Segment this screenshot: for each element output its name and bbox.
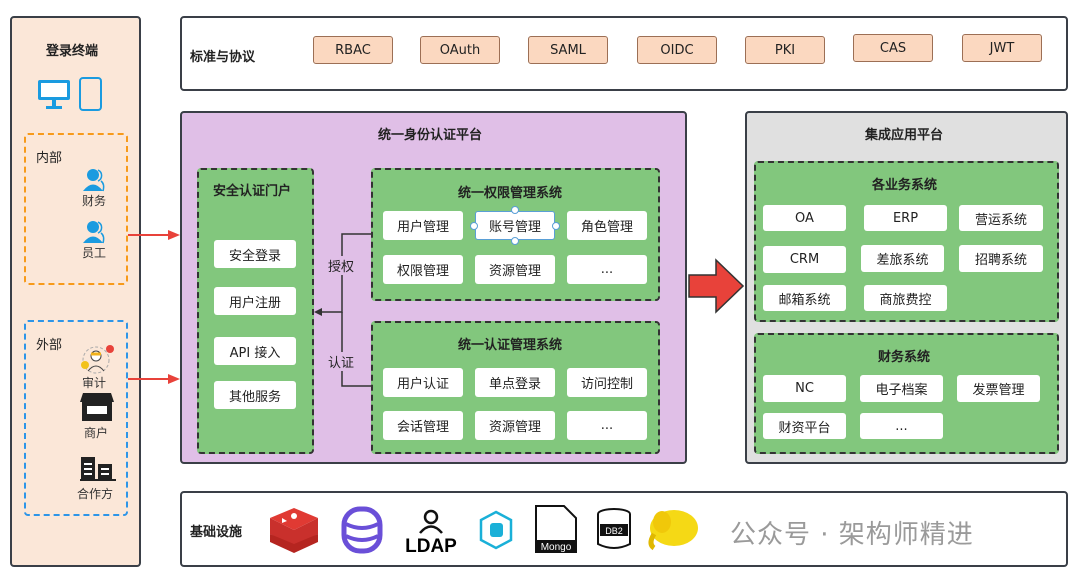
db2-text: DB2 <box>605 526 623 536</box>
user-auditor: 审计 <box>82 376 107 390</box>
monitor-icon <box>38 80 70 109</box>
perm-more[interactable]: ... <box>567 255 647 284</box>
standard-pki: PKI <box>745 36 825 64</box>
portal-title: 安全认证门户 <box>213 184 292 199</box>
mobile-icon <box>79 77 102 111</box>
arrow-internal-to-auth <box>128 230 180 240</box>
mongo-text: Mongo <box>541 542 572 553</box>
fin-e-archive[interactable]: 电子档案 <box>860 375 943 402</box>
authn-title: 统一认证管理系统 <box>458 338 563 353</box>
authenticate-label: 认证 <box>328 352 355 371</box>
fin-invoice[interactable]: 发票管理 <box>957 375 1040 402</box>
portal-user-register[interactable]: 用户注册 <box>214 287 296 315</box>
portal-api-access[interactable]: API 接入 <box>214 337 296 365</box>
biz-operations[interactable]: 营运系统 <box>959 205 1043 231</box>
building-icon <box>80 457 116 481</box>
finance-title: 财务系统 <box>878 350 931 365</box>
ldap-icon: LDAP <box>405 509 457 554</box>
authn-access-control[interactable]: 访问控制 <box>567 368 647 397</box>
internal-label: 内部 <box>36 151 63 166</box>
portal-other-services[interactable]: 其他服务 <box>214 381 296 409</box>
fin-nc[interactable]: NC <box>763 375 846 402</box>
authorize-label: 授权 <box>328 256 355 275</box>
redis-icon <box>270 508 318 553</box>
business-title: 各业务系统 <box>872 178 938 193</box>
user-group-icon <box>83 169 105 192</box>
login-terminal-panel <box>10 16 141 567</box>
internal-group <box>24 133 128 285</box>
permission-title: 统一权限管理系统 <box>458 186 563 201</box>
selection-handles <box>470 206 560 245</box>
user-merchant: 商户 <box>84 426 109 440</box>
user-employee: 员工 <box>82 246 107 260</box>
shop-icon <box>80 393 114 421</box>
ldap-text: LDAP <box>405 536 457 554</box>
biz-mail[interactable]: 邮箱系统 <box>763 285 846 311</box>
database-icon <box>341 506 383 554</box>
biz-oa[interactable]: OA <box>763 205 846 231</box>
perm-role-mgmt[interactable]: 角色管理 <box>567 211 647 240</box>
fin-treasury[interactable]: 财资平台 <box>763 413 846 439</box>
infra-title: 基础设施 <box>190 525 243 540</box>
hadoop-icon <box>648 510 698 551</box>
external-label: 外部 <box>36 338 63 353</box>
arrow-external-to-auth <box>128 374 180 384</box>
auth-platform-title: 统一身份认证平台 <box>378 128 483 143</box>
user-finance: 财务 <box>82 194 107 208</box>
external-group <box>24 320 128 516</box>
standard-cas: CAS <box>853 34 933 62</box>
standard-oidc: OIDC <box>637 36 717 64</box>
perm-user-mgmt[interactable]: 用户管理 <box>383 211 463 240</box>
biz-crm[interactable]: CRM <box>763 246 846 273</box>
service-icon <box>479 510 513 550</box>
biz-erp[interactable]: ERP <box>864 205 947 231</box>
authn-sso[interactable]: 单点登录 <box>475 368 555 397</box>
biz-expense[interactable]: 商旅费控 <box>864 285 947 311</box>
portal-secure-login[interactable]: 安全登录 <box>214 240 296 268</box>
big-arrow-icon <box>688 258 744 314</box>
authn-user-auth[interactable]: 用户认证 <box>383 368 463 397</box>
authn-more[interactable]: ... <box>567 411 647 440</box>
biz-travel[interactable]: 差旅系统 <box>861 245 944 272</box>
authn-resource-mgmt[interactable]: 资源管理 <box>475 411 555 440</box>
terminal-title: 登录终端 <box>46 44 99 59</box>
biz-recruit[interactable]: 招聘系统 <box>959 245 1043 272</box>
standard-saml: SAML <box>528 36 608 64</box>
integration-title: 集成应用平台 <box>865 128 944 143</box>
db2-icon: DB2 <box>597 508 631 549</box>
standard-oauth: OAuth <box>420 36 500 64</box>
standards-title: 标准与协议 <box>190 50 256 65</box>
authn-session-mgmt[interactable]: 会话管理 <box>383 411 463 440</box>
fin-more[interactable]: ... <box>860 413 943 439</box>
watermark: 公众号 · 架构师精进 <box>730 520 974 550</box>
standard-rbac: RBAC <box>313 36 393 64</box>
user-partner: 合作方 <box>77 487 114 501</box>
perm-resource-mgmt[interactable]: 资源管理 <box>475 255 555 284</box>
perm-permission-mgmt[interactable]: 权限管理 <box>383 255 463 284</box>
standard-jwt: JWT <box>962 34 1042 62</box>
auditor-icon <box>81 345 114 374</box>
user-group-icon <box>83 221 105 244</box>
mongo-icon: Mongo <box>535 505 577 553</box>
